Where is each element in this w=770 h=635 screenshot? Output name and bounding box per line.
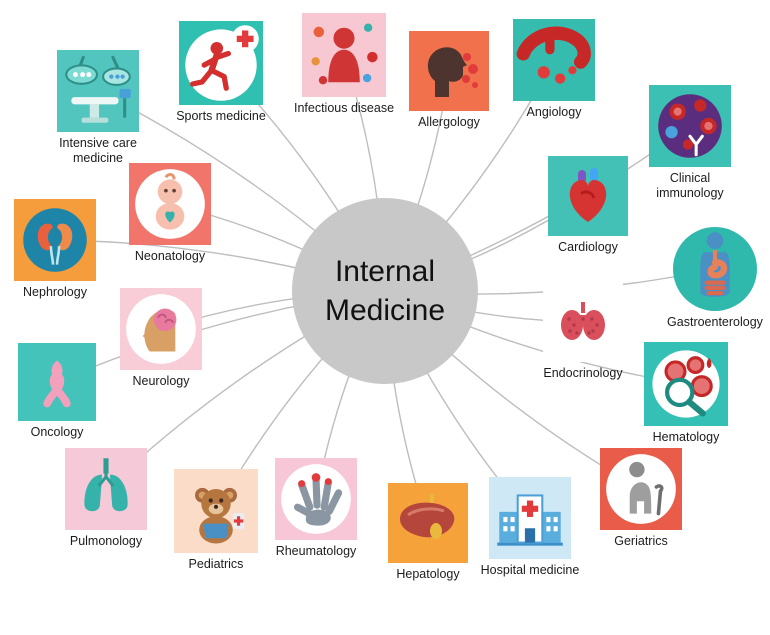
angiology-icon [516,26,591,84]
pediatrics-icon [195,487,245,544]
node-label-hepatology: Hepatology [396,567,460,581]
tile-gastroenterology [673,227,757,311]
hepatology-icon [400,494,455,539]
node-neurology: Neurology [120,288,202,388]
node-neonatology: Neonatology [129,163,211,263]
node-label-oncology: Oncology [30,425,84,439]
node-label-intensive-care-medicine: Intensive care medicine [59,136,137,165]
node-label-gastroenterology: Gastroenterology [667,315,763,329]
tile-hepatology [388,483,468,563]
node-label-neurology: Neurology [132,374,190,388]
oncology-icon [43,360,71,408]
node-pulmonology: Pulmonology [65,448,147,548]
hospital-medicine-icon [497,494,563,546]
clinical-immunology-icon [658,94,722,158]
node-angiology: Angiology [513,19,595,119]
node-geriatrics: Geriatrics [600,448,682,548]
node-label-angiology: Angiology [526,105,582,119]
tile-allergology [409,31,489,111]
tile-endocrinology [543,282,623,362]
sports-medicine-icon [185,25,259,101]
node-infectious-disease: Infectious disease [294,13,394,115]
allergology-icon [427,47,478,97]
neurology-icon [126,294,196,364]
node-oncology: Oncology [18,343,96,439]
hub-title-line1: Internal [334,255,436,288]
geriatrics-icon [606,454,676,524]
tile-sports-medicine [179,21,263,105]
tile-geriatrics [600,448,682,530]
node-label-hospital-medicine: Hospital medicine [480,563,580,577]
pulmonology-icon [84,458,128,512]
node-label-endocrinology: Endocrinology [543,366,623,380]
node-clinical-immunology: Clinical immunology [649,85,731,200]
node-sports-medicine: Sports medicine [176,21,266,123]
hub-internal-medicine: Internal Medicine [292,198,478,384]
intensive-care-icon [65,55,131,123]
node-label-pulmonology: Pulmonology [69,534,143,548]
node-rheumatology: Rheumatology [275,458,357,558]
rheumatology-icon [281,464,351,534]
tile-cardiology [548,156,628,236]
node-label-nephrology: Nephrology [23,285,87,299]
tile-hematology [644,342,728,426]
node-label-sports-medicine: Sports medicine [176,109,266,123]
node-nephrology: Nephrology [14,199,96,299]
tile-nephrology [14,199,96,281]
node-label-clinical-immunology: Clinical immunology [656,171,724,200]
node-hepatology: Hepatology [388,483,468,581]
nephrology-icon [23,208,87,272]
tile-clinical-immunology [649,85,731,167]
tile-rheumatology [275,458,357,540]
node-cardiology: Cardiology [548,156,628,254]
node-label-geriatrics: Geriatrics [614,534,668,548]
neonatology-icon [135,169,205,239]
node-gastroenterology: Gastroenterology [667,227,763,329]
tile-hospital-medicine [489,477,571,559]
tile-oncology [18,343,96,421]
tile-intensive-care-medicine [57,50,139,132]
hub-title-line2: Medicine [324,294,446,327]
node-intensive-care-medicine: Intensive care medicine [57,50,139,165]
tile-angiology [513,19,595,101]
tile-pediatrics [174,469,258,553]
gastroenterology-icon [700,232,730,297]
tile-neonatology [129,163,211,245]
node-label-cardiology: Cardiology [558,240,618,254]
node-label-infectious-disease: Infectious disease [293,101,395,115]
node-label-allergology: Allergology [418,115,480,129]
node-label-rheumatology: Rheumatology [275,544,357,558]
node-label-neonatology: Neonatology [134,249,206,263]
node-pediatrics: Pediatrics [174,469,258,571]
tile-pulmonology [65,448,147,530]
node-hematology: Hematology [644,342,728,444]
node-label-pediatrics: Pediatrics [188,557,244,571]
node-label-hematology: Hematology [652,430,720,444]
cardiology-icon [569,168,607,222]
node-hospital-medicine: Hospital medicine [481,477,579,577]
tile-neurology [120,288,202,370]
node-allergology: Allergology [409,31,489,129]
endocrinology-icon [561,302,605,340]
hematology-icon [652,350,720,418]
tile-infectious-disease [302,13,386,97]
infectious-disease-icon [311,23,378,85]
node-endocrinology: Endocrinology [543,282,623,380]
